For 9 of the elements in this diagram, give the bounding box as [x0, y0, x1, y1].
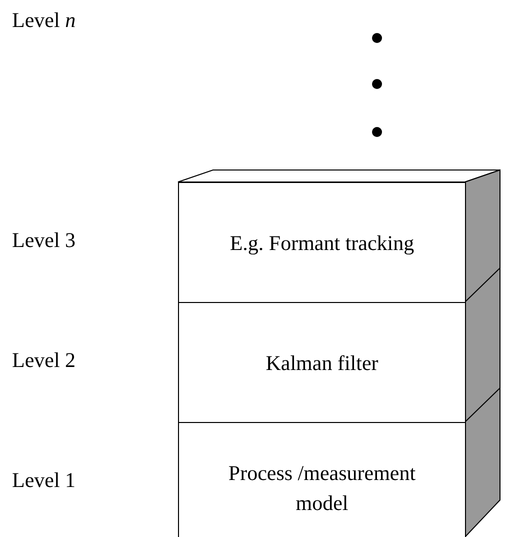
level-label: Level 3 — [12, 228, 76, 253]
level-label: Level 1 — [12, 468, 76, 493]
level-label: Level 2 — [12, 348, 76, 373]
layer-text: E.g. Formant tracking — [230, 230, 414, 256]
layer-box — [178, 302, 466, 423]
layer-box — [178, 422, 466, 537]
layer-text: Process /measurement model — [227, 460, 417, 516]
layer-text: Kalman filter — [266, 350, 378, 376]
level-label: Level n — [12, 8, 76, 33]
